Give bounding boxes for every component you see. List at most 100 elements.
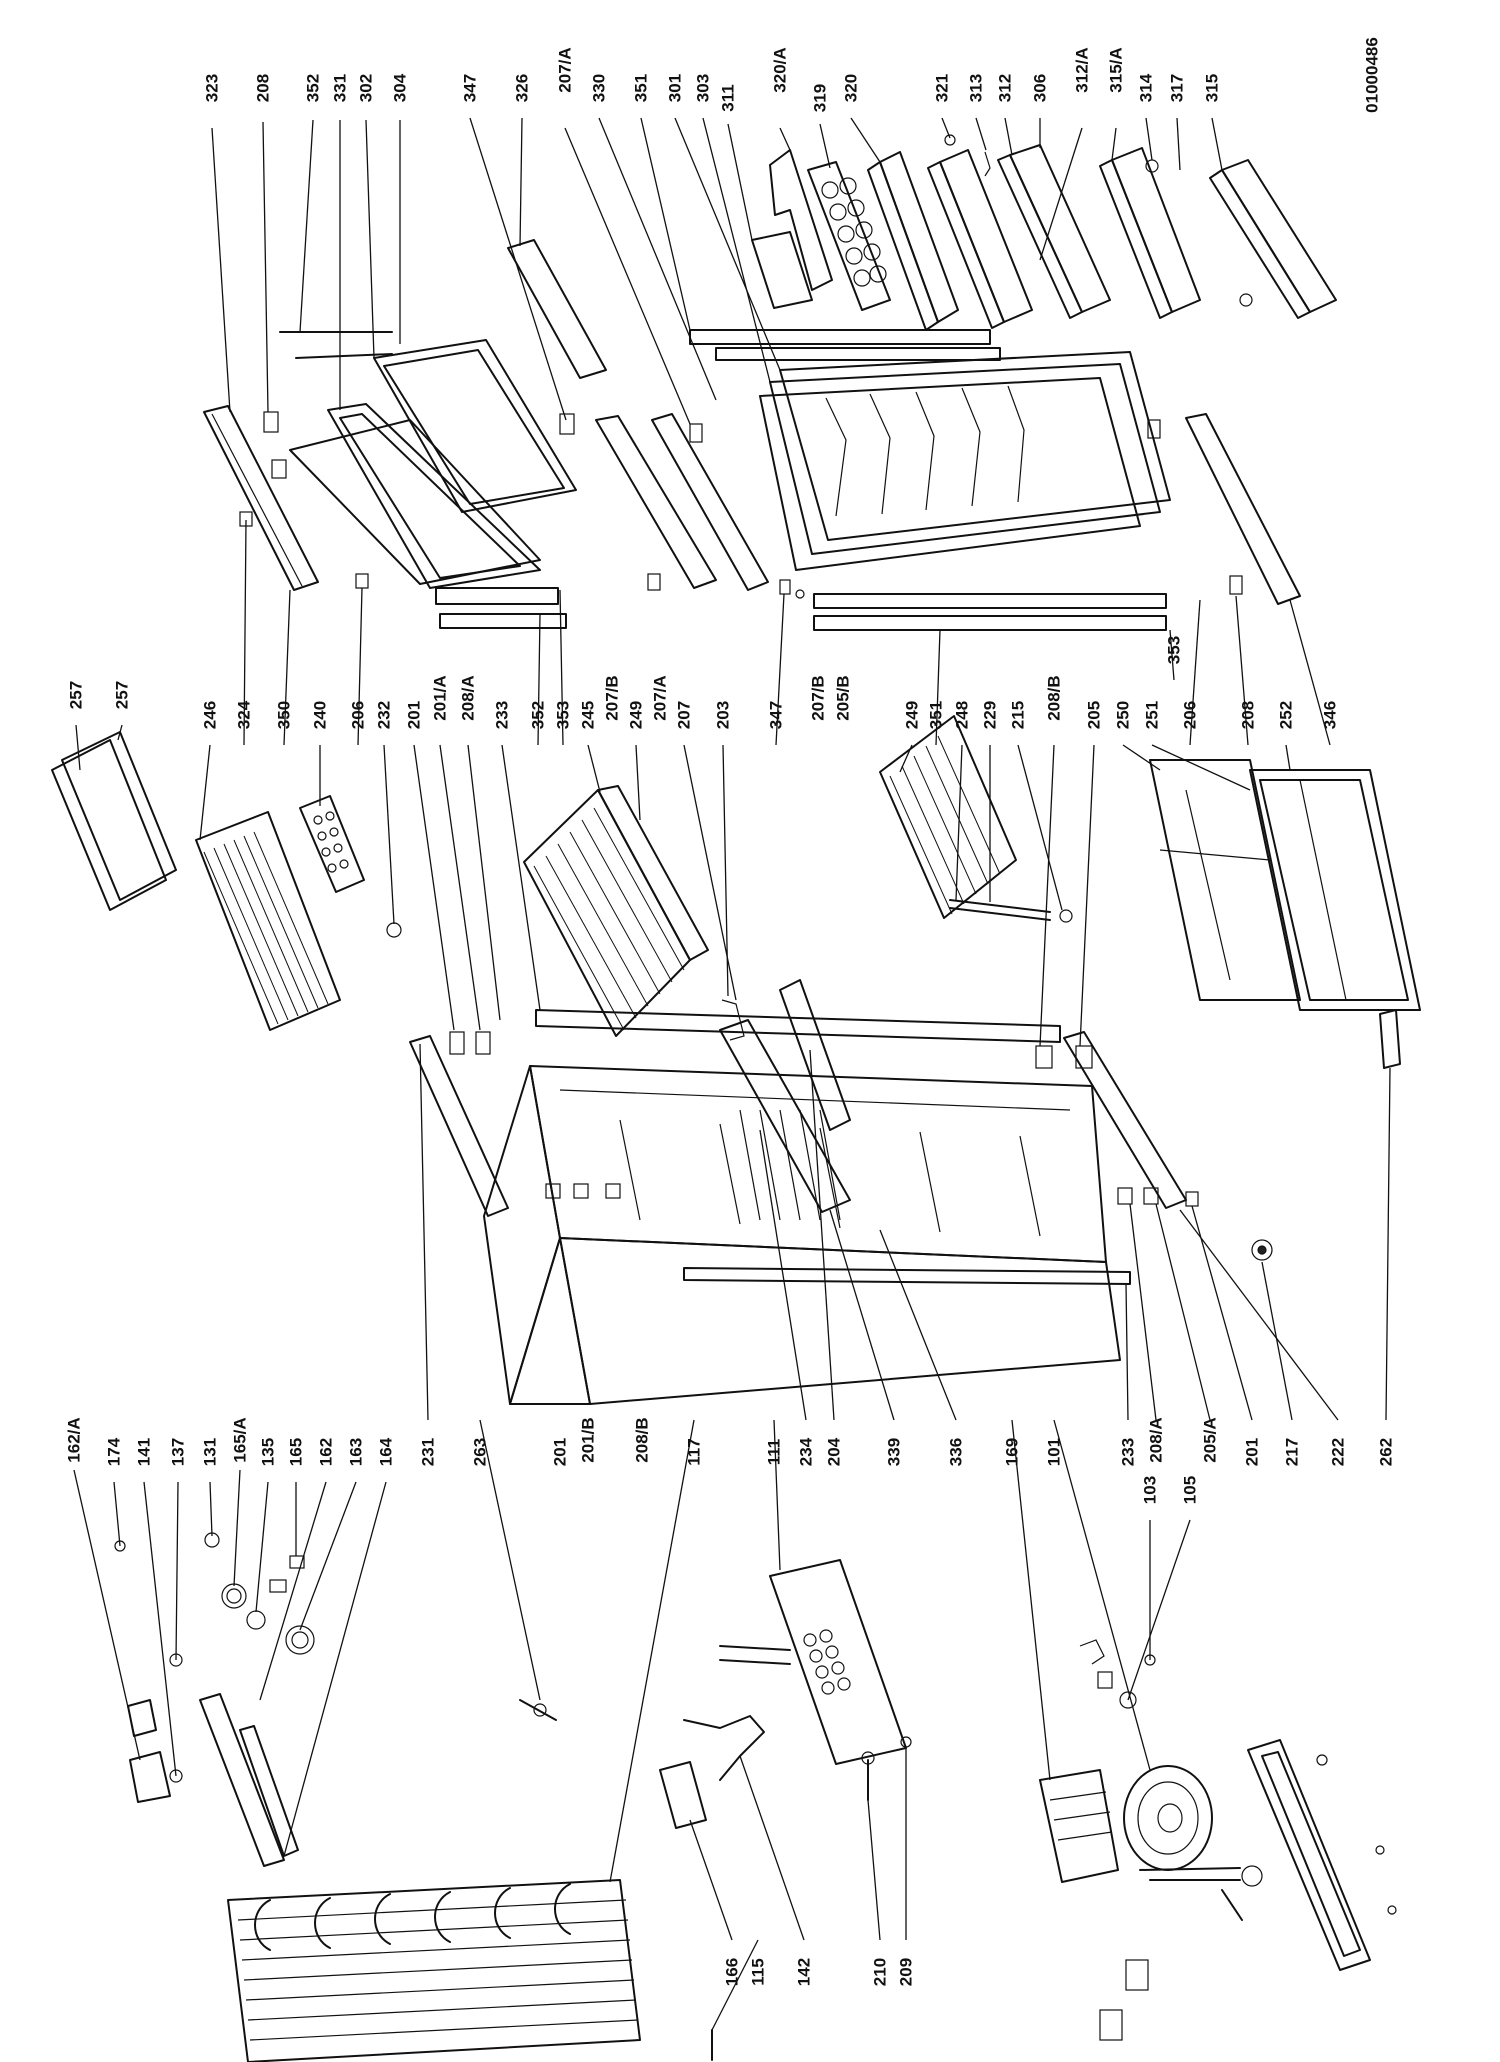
part-label: 353 (553, 700, 573, 730)
part-label: 201 (1242, 1437, 1262, 1467)
part-label: 206 (348, 700, 368, 730)
part-label: 166 (722, 1957, 742, 1987)
part-label: 209 (896, 1957, 916, 1987)
part-label: 208 (1238, 700, 1258, 730)
part-label: 234 (796, 1437, 816, 1467)
part-label: 262 (1376, 1437, 1396, 1467)
part-label: 319 (810, 83, 830, 113)
part-label: 315 (1202, 73, 1222, 103)
part-label: 165 (286, 1437, 306, 1467)
part-label: 347 (766, 700, 786, 730)
part-label: 304 (390, 73, 410, 103)
part-label: 246 (200, 700, 220, 730)
part-label: 351 (926, 700, 946, 730)
part-label: 311 (718, 84, 738, 112)
part-label: 301 (665, 73, 685, 103)
part-label: 210 (870, 1957, 890, 1987)
part-label: 207/A (650, 675, 670, 721)
part-label: 174 (104, 1437, 124, 1467)
part-label: 207 (674, 700, 694, 730)
part-label: 208/A (458, 675, 478, 721)
part-label: 206 (1180, 700, 1200, 730)
part-label: 347 (460, 73, 480, 103)
part-label: 105 (1180, 1475, 1200, 1505)
part-label: 131 (200, 1437, 220, 1467)
part-label: 350 (274, 700, 294, 730)
part-label: 302 (356, 73, 376, 103)
part-label: 314 (1136, 73, 1156, 103)
part-label: 205/B (833, 675, 853, 721)
part-label: 313 (966, 73, 986, 103)
fridge-door-assembly (507, 239, 1301, 631)
part-label: 257 (112, 680, 132, 710)
part-label: 207/B (808, 675, 828, 721)
part-label: 232 (374, 700, 394, 730)
part-label: 252 (1276, 700, 1296, 730)
part-label: 201 (404, 700, 424, 730)
part-label: 208/B (1044, 675, 1064, 721)
part-label: 164 (376, 1437, 396, 1467)
part-label: 346 (1320, 700, 1340, 730)
part-label: 251 (1142, 700, 1162, 730)
part-label: 205/A (1200, 1417, 1220, 1463)
part-label: 326 (512, 73, 532, 103)
part-label: 306 (1030, 73, 1050, 103)
part-label: 111 (764, 1438, 784, 1466)
part-label: 352 (303, 73, 323, 103)
part-label: 351 (631, 73, 651, 103)
part-label: 103 (1140, 1475, 1160, 1505)
part-label: 249 (626, 700, 646, 730)
part-label: 117 (684, 1438, 704, 1466)
part-label: 101 (1044, 1437, 1064, 1467)
part-label: 141 (134, 1437, 154, 1467)
part-label: 169 (1002, 1437, 1022, 1467)
leader-lines (73, 117, 1391, 2031)
part-label: 336 (946, 1437, 966, 1467)
part-label: 315/A (1106, 47, 1126, 93)
part-label: 320 (841, 73, 861, 103)
part-label: 323 (202, 73, 222, 103)
part-label: 320/A (770, 47, 790, 93)
part-label: 231 (418, 1437, 438, 1467)
part-label: 207/A (555, 47, 575, 93)
part-label: 263 (470, 1437, 490, 1467)
part-label: 208/A (1146, 1417, 1166, 1463)
part-label: 215 (1008, 700, 1028, 730)
mechanical-parts (114, 1532, 1397, 2062)
part-label: 135 (258, 1437, 278, 1467)
part-label: 312/A (1072, 47, 1092, 93)
part-label: 208/B (632, 1417, 652, 1463)
part-label: 317 (1167, 73, 1187, 103)
part-label: 249 (902, 700, 922, 730)
part-label: 204 (824, 1437, 844, 1467)
part-label: 352 (528, 700, 548, 730)
part-label: 312 (995, 73, 1015, 103)
part-label: 222 (1328, 1437, 1348, 1467)
part-label: 217 (1282, 1437, 1302, 1467)
part-label: 248 (952, 700, 972, 730)
part-label: 201/A (430, 675, 450, 721)
part-label: 331 (330, 73, 350, 103)
document-code: 01000486 (1362, 37, 1382, 113)
part-label: 165/A (230, 1417, 250, 1463)
part-label: 324 (234, 700, 254, 730)
part-label: 353 (1164, 635, 1184, 665)
part-label: 162 (316, 1437, 336, 1467)
part-label: 207/B (602, 675, 622, 721)
part-label: 303 (693, 73, 713, 103)
part-label: 330 (589, 73, 609, 103)
part-label: 233 (1118, 1437, 1138, 1467)
shelves-and-accessories (51, 715, 1421, 1069)
part-label: 163 (346, 1437, 366, 1467)
part-label: 201/B (578, 1417, 598, 1463)
part-label: 240 (310, 700, 330, 730)
part-label: 201 (550, 1437, 570, 1467)
part-label: 162/A (64, 1417, 84, 1463)
part-label: 321 (932, 73, 952, 103)
part-label: 339 (884, 1437, 904, 1467)
part-label: 142 (794, 1957, 814, 1987)
freezer-door-assembly (203, 331, 577, 629)
